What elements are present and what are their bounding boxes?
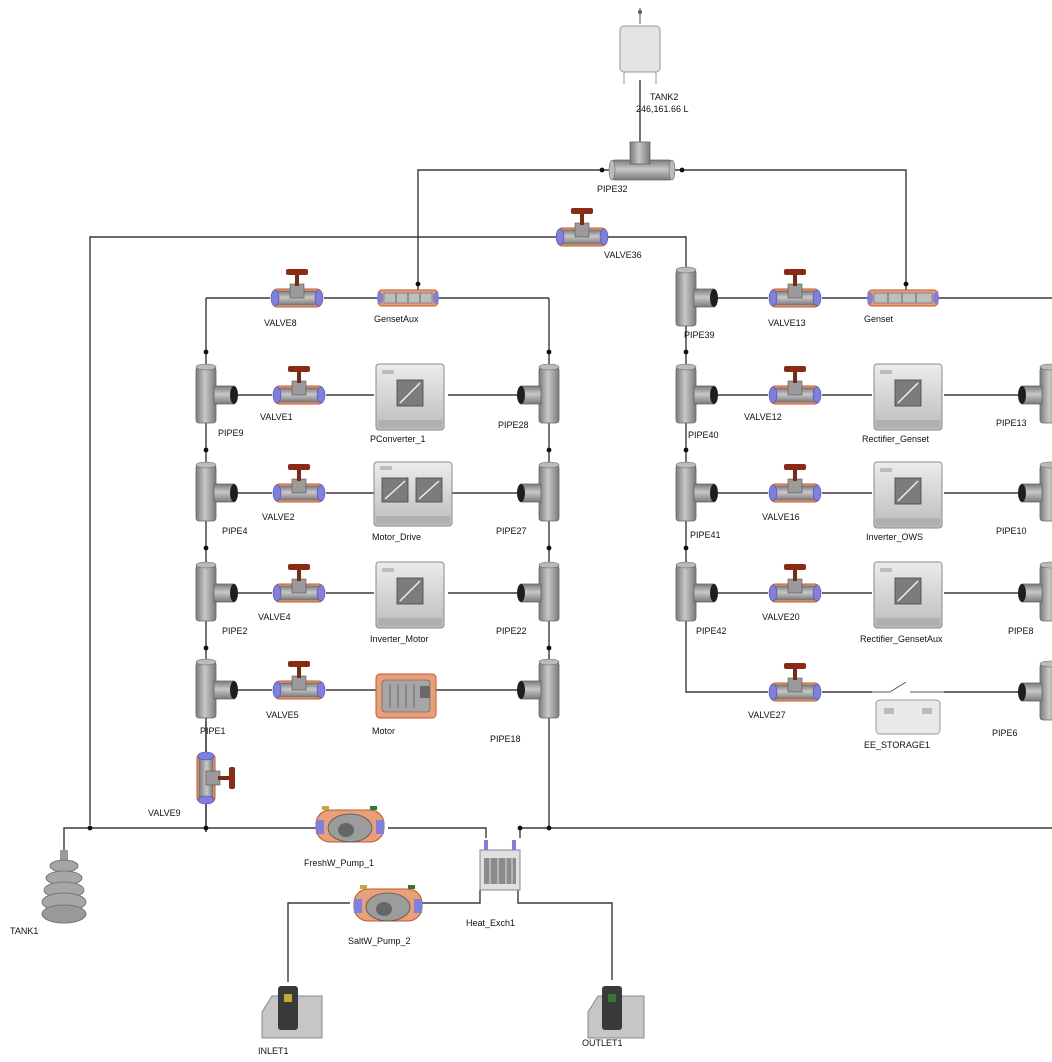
pipe27[interactable] bbox=[516, 461, 560, 522]
pipe39-label: PIPE39 bbox=[684, 330, 715, 340]
genset[interactable] bbox=[867, 289, 939, 307]
valve12[interactable] bbox=[768, 365, 822, 405]
pipe8-label: PIPE8 bbox=[1008, 626, 1034, 636]
junction-dots bbox=[87, 167, 909, 831]
valve20-label: VALVE20 bbox=[762, 612, 800, 622]
pconverter-1[interactable] bbox=[375, 363, 445, 431]
outlet-label: OUTLET1 bbox=[582, 1038, 623, 1048]
inverter-ows[interactable] bbox=[873, 461, 943, 529]
pipe42-label: PIPE42 bbox=[696, 626, 727, 636]
pipe1[interactable] bbox=[195, 658, 239, 719]
pipe41[interactable] bbox=[675, 461, 719, 522]
rectifier-gensetaux[interactable] bbox=[873, 561, 943, 629]
valve9[interactable] bbox=[196, 751, 236, 805]
freshw-pump-label: FreshW_Pump_1 bbox=[304, 858, 375, 868]
pipe1-label: PIPE1 bbox=[200, 726, 226, 736]
outlet1[interactable] bbox=[587, 986, 645, 1039]
valve36[interactable] bbox=[555, 207, 609, 247]
valve8[interactable] bbox=[270, 268, 324, 308]
valve4[interactable] bbox=[272, 563, 326, 603]
pipe22[interactable] bbox=[516, 561, 560, 622]
valve36-label: VALVE36 bbox=[604, 250, 642, 260]
pipe28-label: PIPE28 bbox=[498, 420, 529, 430]
valve5-label: VALVE5 bbox=[266, 710, 299, 720]
saltw-pump-2[interactable] bbox=[353, 884, 423, 922]
valve8-label: VALVE8 bbox=[264, 318, 297, 328]
pipe6[interactable] bbox=[1017, 660, 1052, 721]
tank2-volume: 246,161.66 L bbox=[636, 104, 689, 114]
valve4-label: VALVE4 bbox=[258, 612, 291, 622]
pipe4-label: PIPE4 bbox=[222, 526, 248, 536]
motor[interactable] bbox=[375, 673, 437, 719]
rectifier-gensetaux-label: Rectifier_GensetAux bbox=[860, 634, 943, 644]
valve27-label: VALVE27 bbox=[748, 710, 786, 720]
tank1-label: TANK1 bbox=[10, 926, 39, 936]
ee-storage[interactable] bbox=[872, 681, 944, 735]
freshw-pump-1[interactable] bbox=[315, 805, 385, 843]
pipe10-label: PIPE10 bbox=[996, 526, 1027, 536]
valve1-label: VALVE1 bbox=[260, 412, 293, 422]
genset-aux[interactable] bbox=[377, 289, 439, 307]
valve9-label: VALVE9 bbox=[148, 808, 181, 818]
saltw-pump-label: SaltW_Pump_2 bbox=[348, 936, 411, 946]
heat-exch-label: Heat_Exch1 bbox=[466, 918, 516, 928]
pipe22-label: PIPE22 bbox=[496, 626, 527, 636]
valve27[interactable] bbox=[768, 662, 822, 702]
valve13[interactable] bbox=[768, 268, 822, 308]
pipe8[interactable] bbox=[1017, 561, 1052, 622]
pipe-network bbox=[63, 80, 1052, 982]
valve1[interactable] bbox=[272, 365, 326, 405]
pipe18[interactable] bbox=[516, 658, 560, 719]
inverter-motor-label: Inverter_Motor bbox=[370, 634, 429, 644]
pipe2-label: PIPE2 bbox=[222, 626, 248, 636]
pipe9[interactable] bbox=[195, 363, 239, 424]
pipe9-label: PIPE9 bbox=[218, 428, 244, 438]
pipe32[interactable] bbox=[608, 141, 676, 181]
pipe42[interactable] bbox=[675, 561, 719, 622]
inverter-ows-label: Inverter_OWS bbox=[866, 532, 924, 542]
tank2-label: TANK2 bbox=[650, 92, 679, 102]
inlet1[interactable] bbox=[261, 986, 323, 1039]
rectifier-genset[interactable] bbox=[873, 363, 943, 431]
motor-drive-label: Motor_Drive bbox=[372, 532, 422, 542]
pipe40-label: PIPE40 bbox=[688, 430, 719, 440]
motor-label: Motor bbox=[372, 726, 396, 736]
valve20[interactable] bbox=[768, 563, 822, 603]
pipe10[interactable] bbox=[1017, 461, 1052, 522]
pipe32-label: PIPE32 bbox=[597, 184, 628, 194]
heat-exch1[interactable] bbox=[479, 840, 521, 891]
pipe18-label: PIPE18 bbox=[490, 734, 521, 744]
inverter-motor[interactable] bbox=[375, 561, 445, 629]
motor-drive[interactable] bbox=[373, 461, 453, 527]
valve2[interactable] bbox=[272, 463, 326, 503]
valve13-label: VALVE13 bbox=[768, 318, 806, 328]
valve16[interactable] bbox=[768, 463, 822, 503]
pipe27-label: PIPE27 bbox=[496, 526, 527, 536]
pipe39[interactable] bbox=[675, 266, 719, 327]
rectifier-genset-label: Rectifier_Genset bbox=[862, 434, 930, 444]
pipe13[interactable] bbox=[1017, 363, 1052, 424]
tank2[interactable] bbox=[619, 8, 661, 84]
valve12-label: VALVE12 bbox=[744, 412, 782, 422]
pipe28[interactable] bbox=[516, 363, 560, 424]
pipe41-label: PIPE41 bbox=[690, 530, 721, 540]
genset-label: Genset bbox=[864, 314, 894, 324]
tank1[interactable] bbox=[41, 850, 87, 924]
ee-storage-label: EE_STORAGE1 bbox=[864, 740, 930, 750]
valve16-label: VALVE16 bbox=[762, 512, 800, 522]
pipe40[interactable] bbox=[675, 363, 719, 424]
inlet-label: INLET1 bbox=[258, 1046, 289, 1056]
genset-aux-label: GensetAux bbox=[374, 314, 419, 324]
pipe2[interactable] bbox=[195, 561, 239, 622]
pipe4[interactable] bbox=[195, 461, 239, 522]
pipe6-label: PIPE6 bbox=[992, 728, 1018, 738]
valve2-label: VALVE2 bbox=[262, 512, 295, 522]
pipe13-label: PIPE13 bbox=[996, 418, 1027, 428]
valve5[interactable] bbox=[272, 660, 326, 700]
pconverter-label: PConverter_1 bbox=[370, 434, 426, 444]
